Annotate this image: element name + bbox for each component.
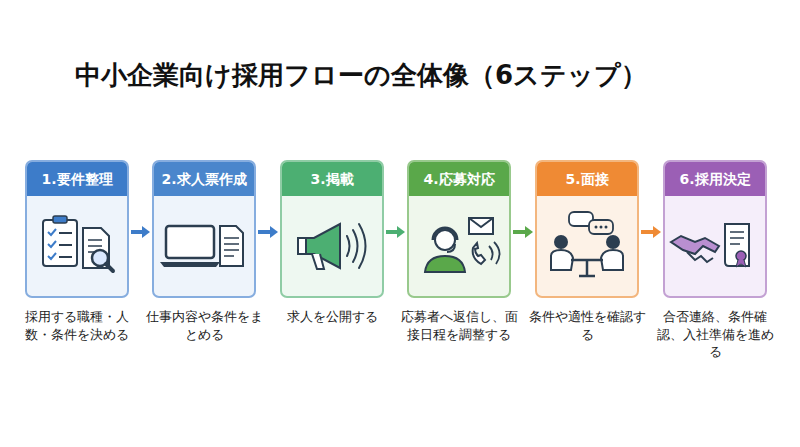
step-description: 条件や適性を確認する [523, 308, 651, 343]
arrow-head [525, 226, 533, 238]
interview-icon [537, 198, 637, 294]
flow-arrow [513, 226, 533, 238]
arrow-head [397, 226, 405, 238]
operator-icon [409, 198, 509, 294]
flow-arrow [131, 226, 150, 238]
step-description: 求人を公開する [268, 308, 396, 326]
laptop-icon [154, 198, 254, 294]
step-description: 応募者へ返信し、面接日程を調整する [395, 308, 523, 343]
step-card: 4.応募対応応募者へ返信し、面接日程を調整する [407, 160, 511, 298]
flow-arrow [641, 226, 661, 238]
step-card: 6.採用決定合否連絡、条件確認、入社準備を進める [663, 160, 767, 298]
step-description: 採用する職種・人数・条件を決める [13, 308, 141, 343]
diagram-title: 中小企業向け採用フローの全体像（6ステップ） [75, 58, 647, 93]
flow-arrow [386, 226, 405, 238]
step-heading: 2.求人票作成 [154, 162, 254, 196]
megaphone-icon [282, 198, 382, 294]
arrow-shaft [131, 230, 142, 234]
arrow-head [653, 226, 661, 238]
step-card: 1.要件整理採用する職種・人数・条件を決める [25, 160, 129, 298]
step-heading: 5.面接 [537, 162, 637, 196]
arrow-shaft [513, 230, 525, 234]
flow-arrow [258, 226, 278, 238]
step-card: 3.掲載求人を公開する [280, 160, 384, 298]
step-heading: 3.掲載 [282, 162, 382, 196]
step-heading: 4.応募対応 [409, 162, 509, 196]
arrow-head [270, 226, 278, 238]
arrow-shaft [258, 230, 270, 234]
step-description: 仕事内容や条件をまとめる [140, 308, 268, 343]
arrow-shaft [386, 230, 397, 234]
handshake-icon [665, 198, 765, 294]
step-card: 2.求人票作成仕事内容や条件をまとめる [152, 160, 256, 298]
step-heading: 6.採用決定 [665, 162, 765, 196]
step-heading: 1.要件整理 [27, 162, 127, 196]
step-description: 合否連絡、条件確認、入社準備を進める [651, 308, 779, 361]
checklist-icon [27, 198, 127, 294]
step-card: 5.面接条件や適性を確認する [535, 160, 639, 298]
arrow-shaft [641, 230, 653, 234]
arrow-head [142, 226, 150, 238]
